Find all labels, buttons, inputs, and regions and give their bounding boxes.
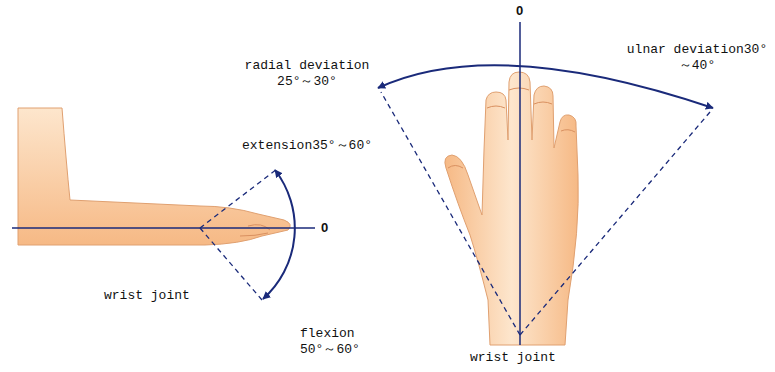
zero-mark: 0 [516, 3, 523, 19]
zero-mark: 0 [321, 220, 328, 236]
dashed-limit [200, 228, 262, 300]
angle-label: radial deviation 25°～30° [238, 58, 376, 90]
forearm-figure [18, 108, 290, 245]
joint-label: wrist joint [470, 350, 556, 366]
angle-label: extension35°～60° [242, 138, 372, 154]
dashed-limit [520, 112, 710, 335]
hand-figure [445, 72, 578, 345]
zero-axis [12, 227, 315, 229]
range-arc [378, 65, 713, 108]
angle-label: ulnar deviation30°～40° [624, 42, 770, 74]
dashed-limit [381, 92, 520, 335]
range-arc [263, 170, 295, 299]
zero-axis [519, 22, 521, 345]
dashed-limit [200, 169, 277, 228]
joint-label: wrist joint [104, 288, 190, 304]
angle-label: flexion 50°～60° [300, 326, 380, 358]
